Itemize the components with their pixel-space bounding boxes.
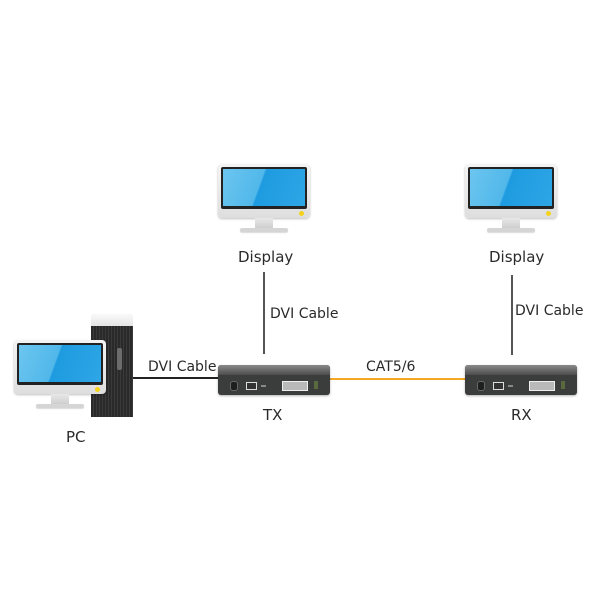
tx-rx-cable-label: CAT5/6	[366, 359, 416, 375]
pc-label: PC	[66, 428, 86, 446]
rx-extender-icon	[465, 365, 577, 395]
tx-label: TX	[263, 406, 283, 424]
display-rx-icon	[465, 164, 557, 246]
display-tx-icon	[218, 164, 310, 246]
display-tx-label: Display	[238, 248, 294, 266]
tx-display-cable-label: DVI Cable	[270, 306, 339, 322]
rx-display-cable-label: DVI Cable	[515, 303, 584, 319]
tx-rx-cat-cable-line	[330, 378, 466, 380]
rx-label: RX	[511, 406, 532, 424]
tx-extender-icon	[218, 365, 330, 395]
tx-display-dvi-cable-line	[263, 272, 265, 354]
pc-tx-dvi-cable-line	[133, 377, 219, 379]
display-rx-label: Display	[489, 248, 545, 266]
pc-monitor-icon	[14, 340, 106, 422]
rx-display-dvi-cable-line	[511, 275, 513, 355]
pc-tx-cable-label: DVI Cable	[148, 359, 217, 375]
